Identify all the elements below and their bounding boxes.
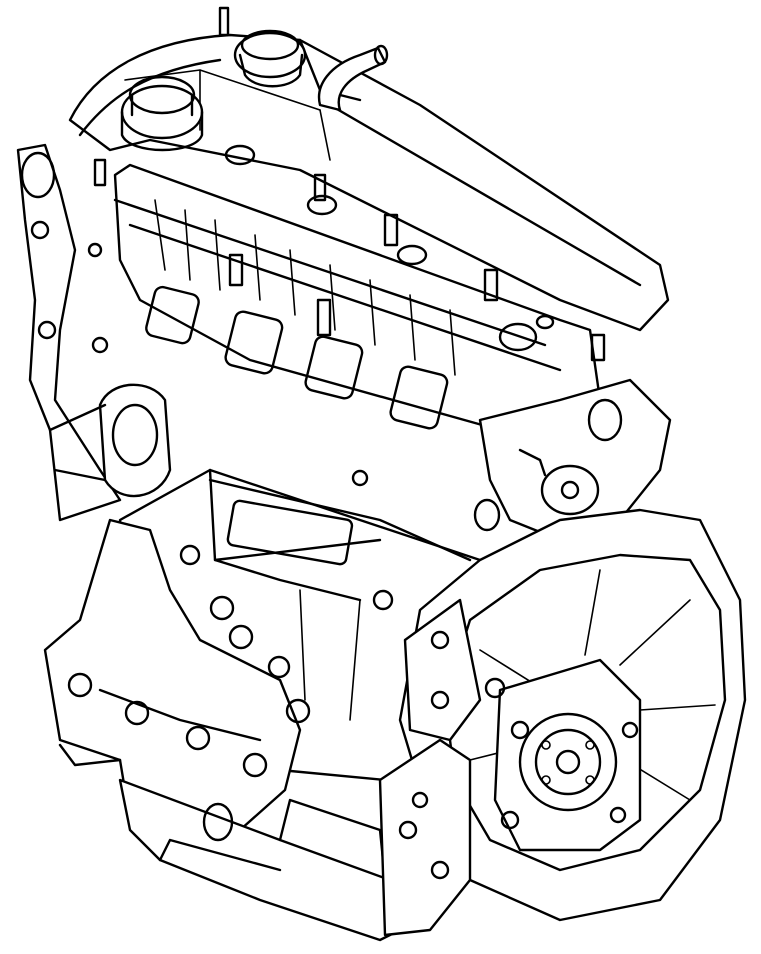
sensor-ports [226,146,553,350]
oil-pan [120,780,400,940]
oil-filler-cap [122,77,202,150]
coil-studs [95,160,604,360]
breather-hose [319,46,387,110]
top-stud [220,8,228,35]
flywheel-hub [495,660,640,850]
front-cover [475,380,670,540]
lower-right-mount [380,740,470,935]
cap-top-right [235,31,305,86]
thermostat-housing [50,385,170,496]
mid-bracket [405,600,504,740]
intake-manifold [115,165,600,430]
valve-cover [70,35,668,330]
